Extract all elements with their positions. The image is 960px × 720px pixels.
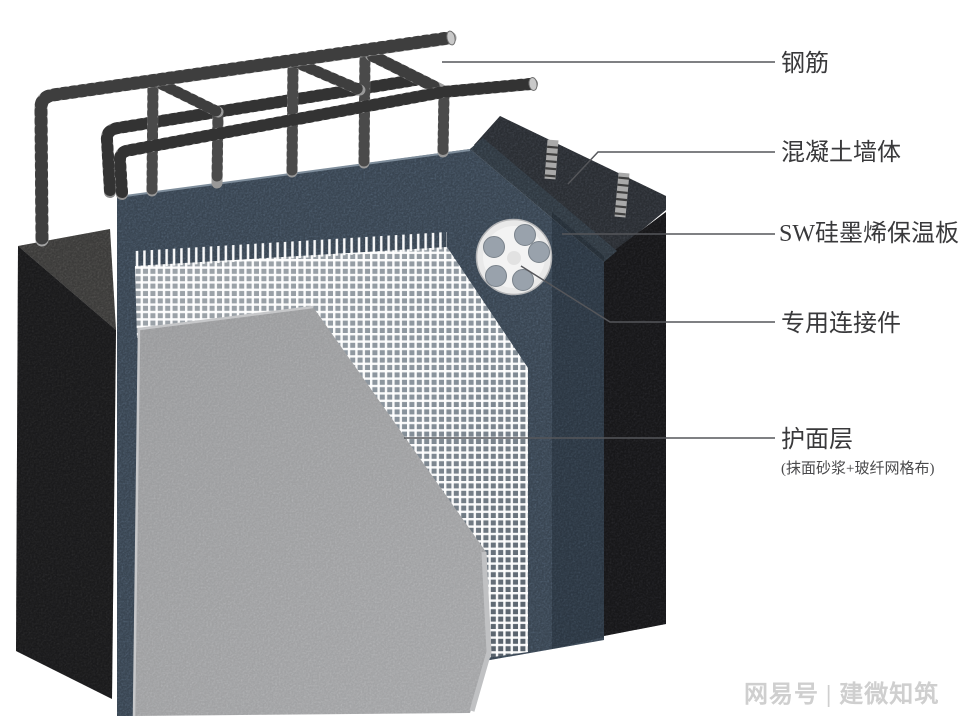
insulation-side-shade [552,212,604,649]
rebar-stub [614,172,630,218]
label-rebar: 钢筋 [781,50,829,77]
facing-cut-edge [469,551,492,712]
label-insulation-board: SW硅墨烯保温板 [779,220,959,247]
leader-concrete [567,151,775,185]
mesh-spikes [135,232,447,268]
rebar-stub [544,139,559,180]
label-connector: 专用连接件 [781,310,901,337]
base-block [16,229,116,699]
leader-lines [404,61,775,439]
facing-edge-highlight [132,305,314,717]
anchor-disc [475,218,553,296]
rebar-cage [34,30,538,247]
label-concrete-wall: 混凝土墙体 [781,139,901,166]
watermark: 网易号 | 建微知筑 网易号 | 建微知筑 [744,680,941,710]
watermark-text: 网易号 | 建微知筑 [744,680,939,708]
leader-connector [520,265,775,323]
mesh-layer [135,232,528,658]
facing-layer [132,305,492,717]
anchor-disc-holes [483,224,550,291]
anchor-disc-center [507,251,521,265]
label-facing-sublabel: (抹面砂浆+玻纤网格布) [781,459,934,477]
label-facing-layer: 护面层 [781,426,853,453]
concrete-wall [474,116,666,636]
watermark-shadow: 网易号 | 建微知筑 [746,682,941,710]
annotation-labels: 钢筋 混凝土墙体 SW硅墨烯保温板 专用连接件 护面层 (抹面砂浆+玻纤网格布) [779,50,959,477]
